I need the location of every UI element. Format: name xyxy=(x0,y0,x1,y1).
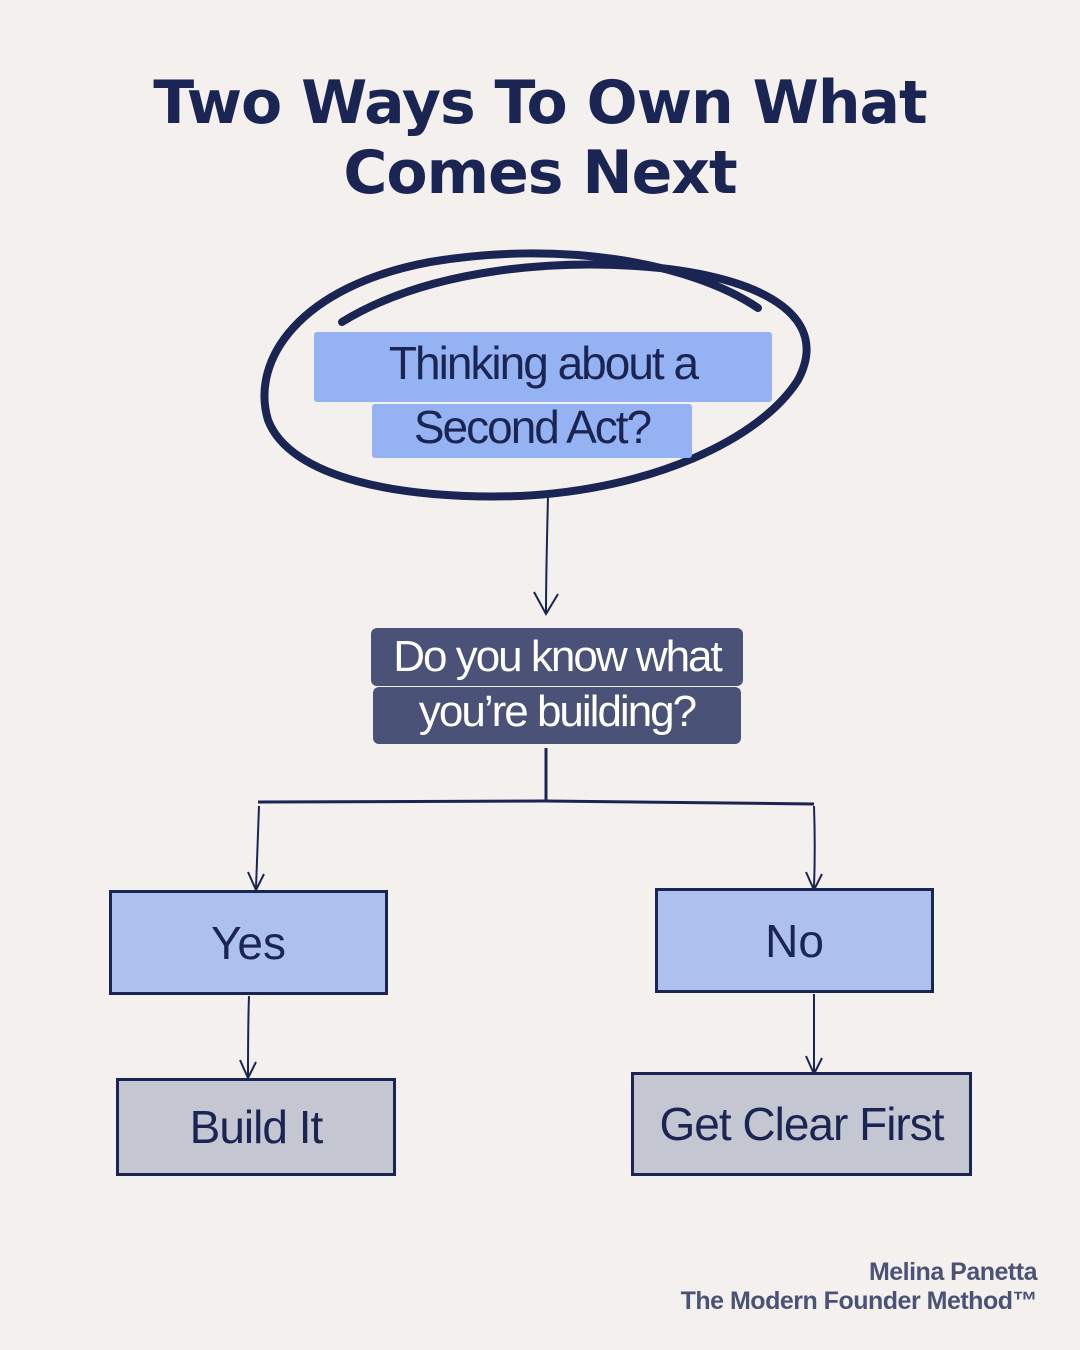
arrow-yes-to-outcome xyxy=(247,995,250,1077)
credit-author: Melina Panetta xyxy=(868,1258,1038,1286)
start-node-line-2: Second Act? xyxy=(372,404,692,458)
build-it-box: Build It xyxy=(116,1078,396,1176)
page-title-line-1: Two Ways To Own What xyxy=(153,68,927,138)
get-clear-first-label: Get Clear First xyxy=(659,1098,944,1150)
question-node-line-1: Do you know what xyxy=(371,628,743,686)
start-node-text-1: Thinking about a xyxy=(388,337,699,389)
arrow-split-to-no xyxy=(813,805,816,889)
no-label: No xyxy=(765,914,824,967)
yes-box: Yes xyxy=(109,890,388,995)
start-node-line-1: Thinking about a xyxy=(314,332,772,402)
credit-brand: The Modern Founder Method™ xyxy=(680,1287,1038,1315)
arrow-start-to-question xyxy=(545,495,549,613)
yes-label: Yes xyxy=(210,916,287,969)
page-title: Two Ways To Own What Comes Next xyxy=(0,68,1080,208)
question-node-text-2: you’re building? xyxy=(418,687,697,736)
page-title-line-2: Comes Next xyxy=(343,138,737,208)
build-it-label: Build It xyxy=(189,1101,324,1153)
start-node-text-2: Second Act? xyxy=(413,401,652,453)
arrow-split-to-yes xyxy=(255,805,260,889)
question-node-line-2: you’re building? xyxy=(373,687,741,744)
get-clear-first-box: Get Clear First xyxy=(631,1072,972,1176)
start-circle-outline xyxy=(260,249,811,501)
arrowhead-start-to-question xyxy=(533,591,559,617)
connector-split-bar xyxy=(257,799,815,806)
question-node-text-1: Do you know what xyxy=(393,632,723,681)
no-box: No xyxy=(655,888,934,993)
